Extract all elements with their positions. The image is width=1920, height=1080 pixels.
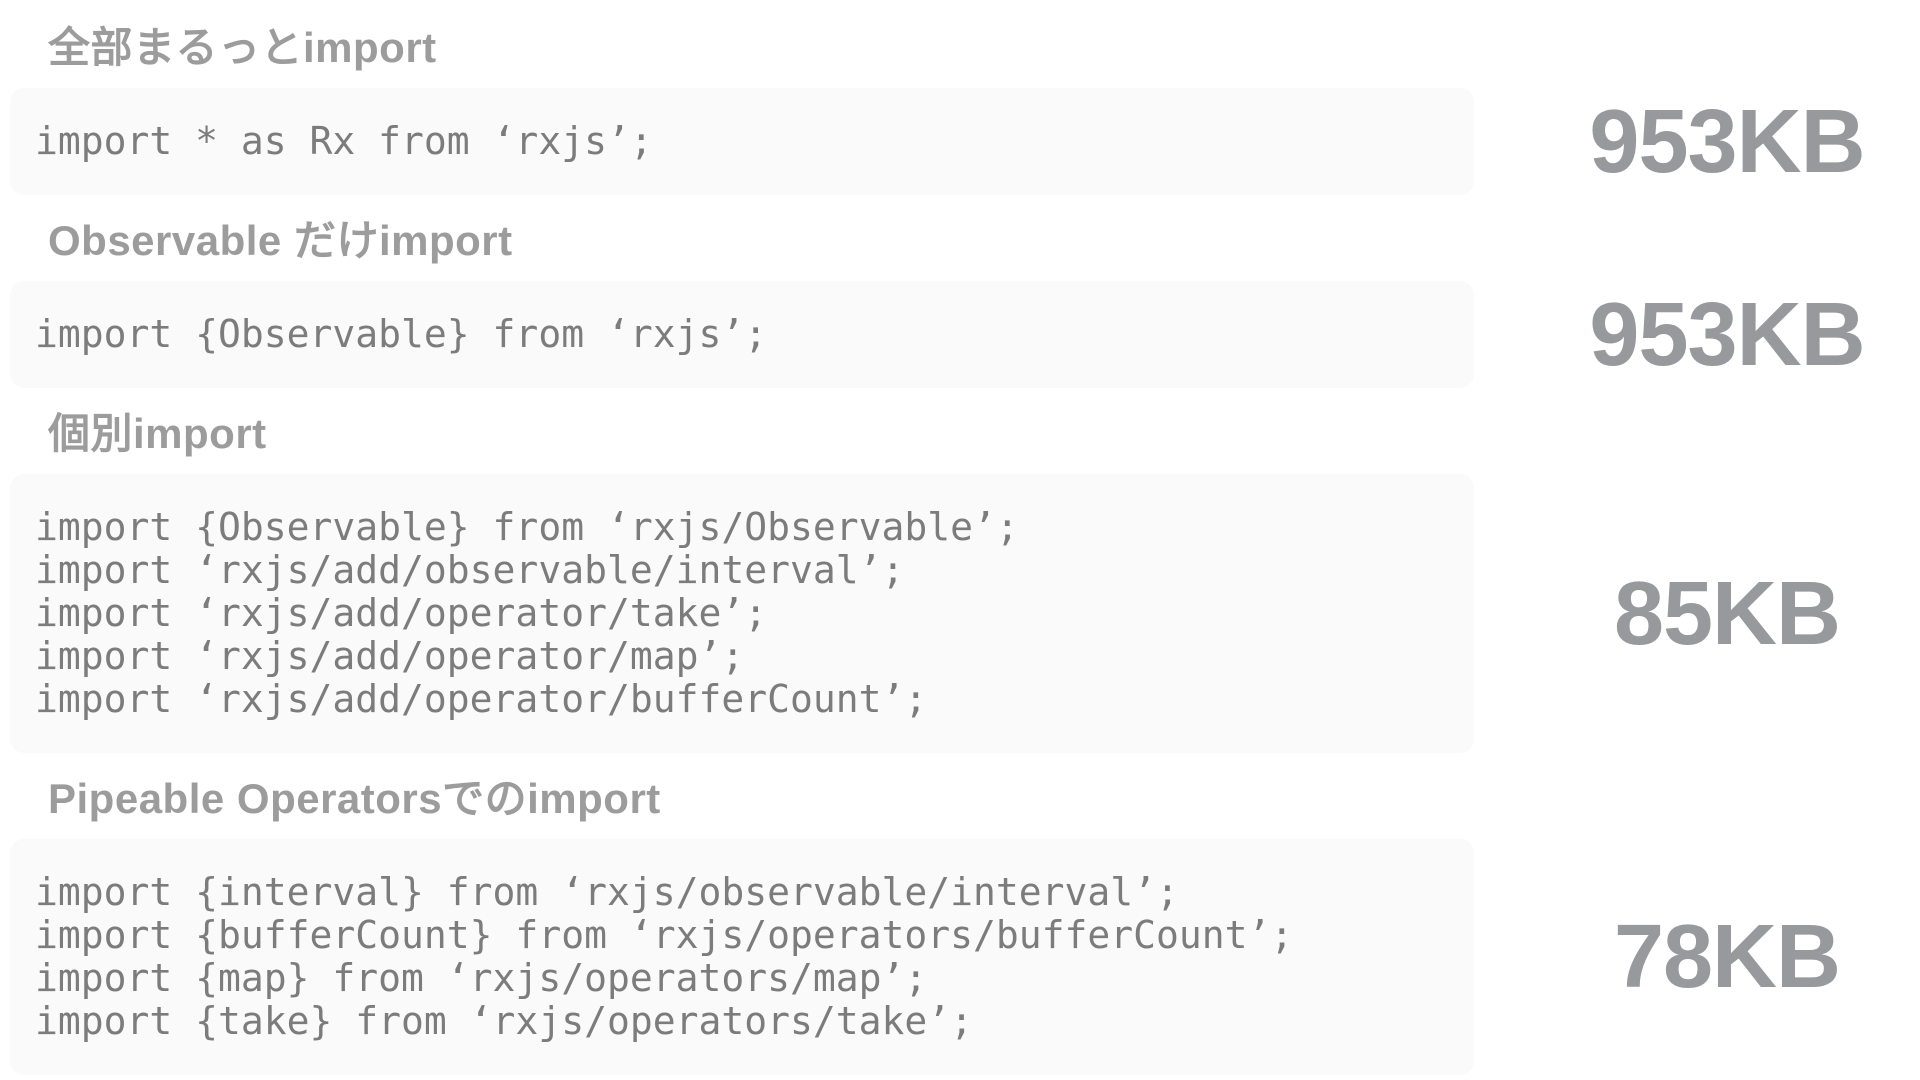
code-line: import ‘rxjs/add/operator/bufferCount’; — [35, 677, 928, 721]
code-line: import {Observable} from ‘rxjs/Observabl… — [35, 505, 1019, 549]
code-line: import {take} from ‘rxjs/operators/take’… — [35, 999, 973, 1043]
code-line: import ‘rxjs/add/observable/interval’; — [35, 548, 905, 592]
section-row: import {Observable} from ‘rxjs’; 953KB — [10, 281, 1920, 388]
code-line: import * as Rx from ‘rxjs’; — [35, 119, 653, 163]
code-line: import {Observable} from ‘rxjs’; — [35, 312, 768, 356]
code-block: import * as Rx from ‘rxjs’; — [10, 88, 1474, 195]
size-column: 953KB — [1474, 97, 1920, 187]
code-line: import {map} from ‘rxjs/operators/map’; — [35, 956, 928, 1000]
bundle-size-label: 953KB — [1589, 91, 1865, 192]
size-column: 953KB — [1474, 290, 1920, 380]
size-column: 78KB — [1474, 912, 1920, 1002]
section-import-all: 全部まるっとimport import * as Rx from ‘rxjs’;… — [10, 22, 1920, 195]
bundle-size-label: 78KB — [1613, 907, 1841, 1007]
bundle-size-label: 85KB — [1613, 563, 1841, 664]
section-title: 全部まるっとimport — [48, 24, 437, 71]
code-block: import {Observable} from ‘rxjs’; — [10, 281, 1474, 388]
code-line: import ‘rxjs/add/operator/map’; — [35, 634, 745, 678]
code-line: import {bufferCount} from ‘rxjs/operator… — [35, 913, 1294, 957]
section-row: import * as Rx from ‘rxjs’; 953KB — [10, 88, 1920, 195]
section-title: Pipeable Operatorsでのimport — [48, 775, 661, 822]
section-pipeable-operators-import: Pipeable Operatorsでのimport import {inter… — [10, 773, 1920, 1075]
section-row: import {interval} from ‘rxjs/observable/… — [10, 839, 1920, 1075]
code-block: import {interval} from ‘rxjs/observable/… — [10, 839, 1474, 1075]
code-line: import ‘rxjs/add/operator/take’; — [35, 591, 768, 635]
code-block: import {Observable} from ‘rxjs/Observabl… — [10, 474, 1474, 753]
section-title: Observable だけimport — [48, 217, 513, 264]
bundle-size-label: 953KB — [1589, 284, 1865, 385]
section-import-observable-only: Observable だけimport import {Observable} … — [10, 215, 1920, 388]
section-title: 個別import — [48, 410, 267, 457]
size-column: 85KB — [1474, 569, 1920, 659]
section-individual-import: 個別import import {Observable} from ‘rxjs/… — [10, 408, 1920, 753]
code-line: import {interval} from ‘rxjs/observable/… — [35, 870, 1179, 914]
section-row: import {Observable} from ‘rxjs/Observabl… — [10, 474, 1920, 753]
